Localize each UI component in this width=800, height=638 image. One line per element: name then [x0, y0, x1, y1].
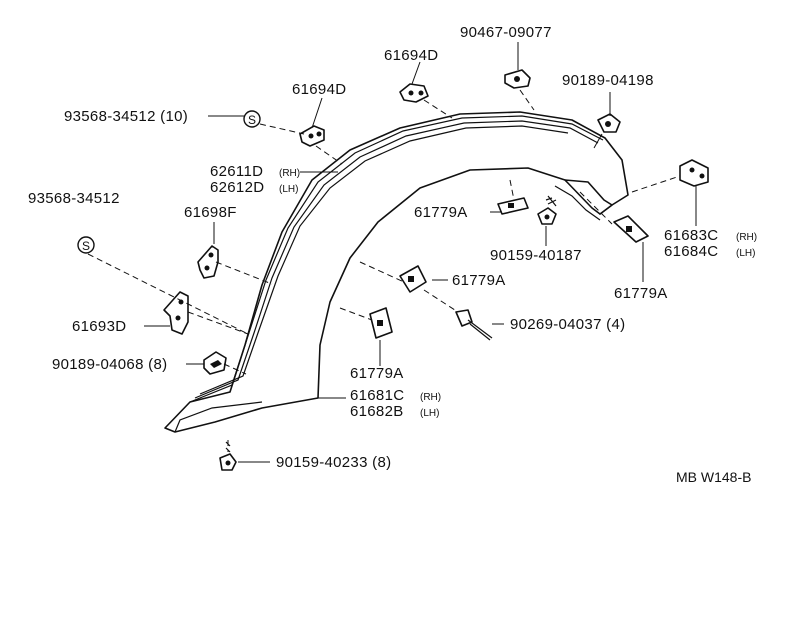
label-90467-09077: 90467-09077 — [460, 24, 552, 41]
label-61694d-top: 61694D — [384, 47, 438, 64]
label-90159-40187: 90159-40187 — [490, 247, 582, 264]
clip-90467-icon — [504, 69, 531, 89]
svg-text:S: S — [248, 113, 256, 127]
label-61681c: 61681C — [350, 387, 404, 404]
label-61682b: 61682B — [350, 403, 404, 420]
label-62612d-lh: (LH) — [279, 184, 298, 195]
rivet-90269-icon — [455, 309, 493, 341]
label-61681c-rh: (RH) — [420, 392, 441, 403]
label-61779a-2: 61779A — [452, 272, 506, 289]
label-90269-04037: 90269-04037 (4) — [510, 316, 625, 333]
label-90189-04068: 90189-04068 (8) — [52, 356, 167, 373]
nut-90189-04198-icon — [597, 113, 621, 133]
label-61684c: 61684C — [664, 243, 718, 260]
label-93568-34512: 93568-34512 — [28, 190, 120, 207]
label-61693d: 61693D — [72, 318, 126, 335]
clip-61694d-left-icon — [299, 125, 325, 147]
bracket-61683c-icon — [679, 159, 709, 187]
bracket-61698f-icon — [197, 245, 219, 279]
label-61683c-rh: (RH) — [736, 232, 757, 243]
pad-61779a-3-icon — [369, 307, 393, 339]
clip-61694d-top-icon — [399, 83, 429, 103]
leader-lines — [87, 42, 697, 463]
svg-text:S: S — [82, 239, 90, 253]
label-62611d: 62611D — [210, 163, 263, 180]
label-62612d: 62612D — [210, 179, 264, 196]
label-61684c-lh: (LH) — [736, 248, 755, 259]
pad-61779a-2-icon — [399, 265, 427, 293]
label-90189-04198: 90189-04198 — [562, 72, 654, 89]
label-93568-34512-10: 93568-34512 (10) — [64, 108, 188, 125]
label-90159-40233: 90159-40233 (8) — [276, 454, 391, 471]
clip-90189-04068-icon — [203, 351, 227, 375]
reference-code: MB W148-B — [676, 469, 751, 485]
screw-90159-40187-icon — [537, 195, 557, 225]
fender-flare — [164, 111, 629, 433]
symbol-s-lower: S — [77, 236, 95, 254]
label-61698f: 61698F — [184, 204, 237, 221]
label-61779a-4: 61779A — [614, 285, 668, 302]
bracket-61693d-icon — [163, 291, 189, 335]
pad-61779a-4-icon — [613, 215, 649, 243]
part-labels: 90467-09077 61694D 90189-04198 61694D 93… — [28, 24, 757, 485]
screw-90159-40233-icon — [219, 440, 237, 471]
symbol-s-upper: S — [243, 110, 261, 128]
label-61779a-3: 61779A — [350, 365, 404, 382]
label-61683c: 61683C — [664, 227, 718, 244]
label-61694d-left: 61694D — [292, 81, 346, 98]
label-62611d-rh: (RH) — [279, 168, 300, 179]
pad-61779a-1-icon — [497, 197, 529, 215]
label-61682b-lh: (LH) — [420, 408, 439, 419]
label-61779a-1: 61779A — [414, 204, 468, 221]
